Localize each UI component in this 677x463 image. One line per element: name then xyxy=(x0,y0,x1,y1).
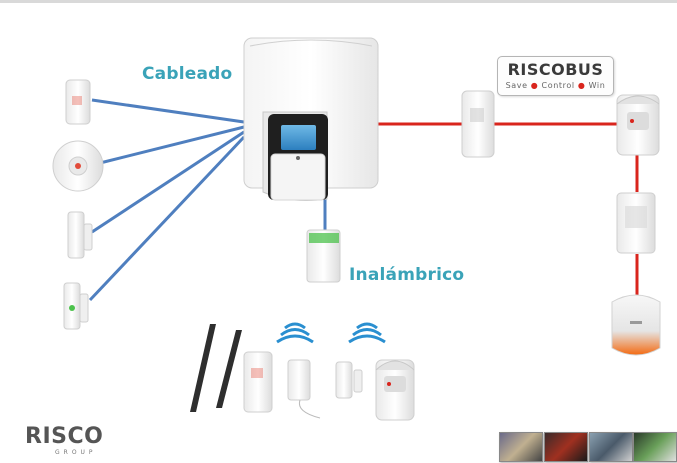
pir-detector-icon xyxy=(461,90,495,158)
photo-thumbnail xyxy=(544,432,588,462)
wire-3 xyxy=(91,130,245,234)
photo-strip xyxy=(499,432,677,462)
tagline-control: Control xyxy=(541,81,575,90)
riscobus-tagline: Save ● Control ● Win xyxy=(498,81,613,90)
outdoor-detector-icon xyxy=(375,359,415,421)
dot-icon: ● xyxy=(577,81,586,90)
photo-thumbnail xyxy=(589,432,633,462)
riscobus-title: RISCOBUS xyxy=(507,60,604,79)
outdoor-detector-icon xyxy=(616,94,660,156)
beam-detector-icon xyxy=(190,324,242,412)
smoke-detector-icon xyxy=(52,140,104,192)
pir-detector-icon xyxy=(616,192,656,254)
pir-detector-icon xyxy=(243,351,273,413)
wireless-wave-icon xyxy=(276,322,314,344)
photo-thumbnail xyxy=(499,432,543,462)
brand-sub: GROUP xyxy=(55,449,97,456)
riscobus-logo: RISCOBUS Save ● Control ● Win xyxy=(497,56,614,96)
photo-thumbnail xyxy=(633,432,677,462)
wire-1 xyxy=(91,98,245,124)
siren-icon xyxy=(611,294,661,356)
tagline-save: Save xyxy=(505,81,528,90)
dot-icon: ● xyxy=(530,81,539,90)
wire-2 xyxy=(99,125,245,165)
magnetic-contact-icon xyxy=(63,282,89,330)
wire-4 xyxy=(88,135,246,302)
pir-detector-icon xyxy=(65,79,91,125)
tagline-win: Win xyxy=(588,81,606,90)
bus-connections xyxy=(376,122,639,296)
brand-name: RISCO xyxy=(25,424,104,449)
wireless-module-icon xyxy=(306,229,341,283)
keypad-icon xyxy=(268,114,328,201)
magnetic-contact-icon xyxy=(67,211,93,259)
wireless-label: Inalámbrico xyxy=(349,265,465,285)
top-divider xyxy=(0,0,677,3)
wireless-wave-icon xyxy=(348,322,386,344)
magnetic-contact-icon xyxy=(335,361,363,399)
magnetic-contact-icon xyxy=(287,359,321,419)
wired-label: Cableado xyxy=(142,64,233,84)
